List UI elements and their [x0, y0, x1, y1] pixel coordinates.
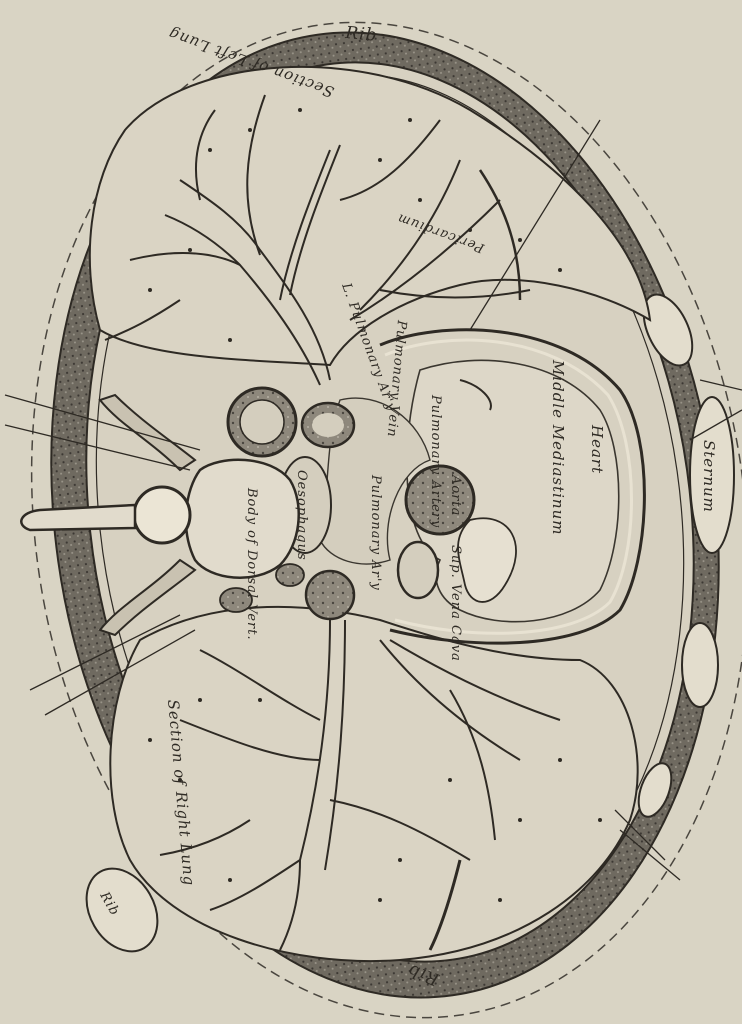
label-vena-cava: Sup. Vena Cava	[448, 545, 463, 662]
spinal-canal	[134, 487, 190, 543]
vena-cava	[398, 542, 438, 598]
label-aorta: Aorta	[448, 474, 463, 516]
azygos-vessel	[276, 564, 304, 586]
label-oesophagus: Oesophagus	[294, 470, 309, 561]
spinous-process	[21, 505, 135, 530]
label-body-dorsal-vert: Body of Dorsal Vert.	[244, 487, 259, 641]
label-middle-mediastinum: Middle Mediastinum	[549, 359, 567, 535]
right-pulmonary-vessel	[306, 571, 354, 619]
label-rib-top: Rib	[344, 23, 379, 46]
label-pulmonary-artery: Pulmonary Artery	[428, 394, 443, 528]
vertebral-body	[186, 460, 299, 578]
label-sternum: Sternum	[700, 440, 718, 513]
label-r-pulmonary-artery: Pulmonary Ar'y	[368, 474, 383, 591]
label-heart: Heart	[588, 424, 606, 474]
costal-cartilage-2	[682, 623, 718, 707]
